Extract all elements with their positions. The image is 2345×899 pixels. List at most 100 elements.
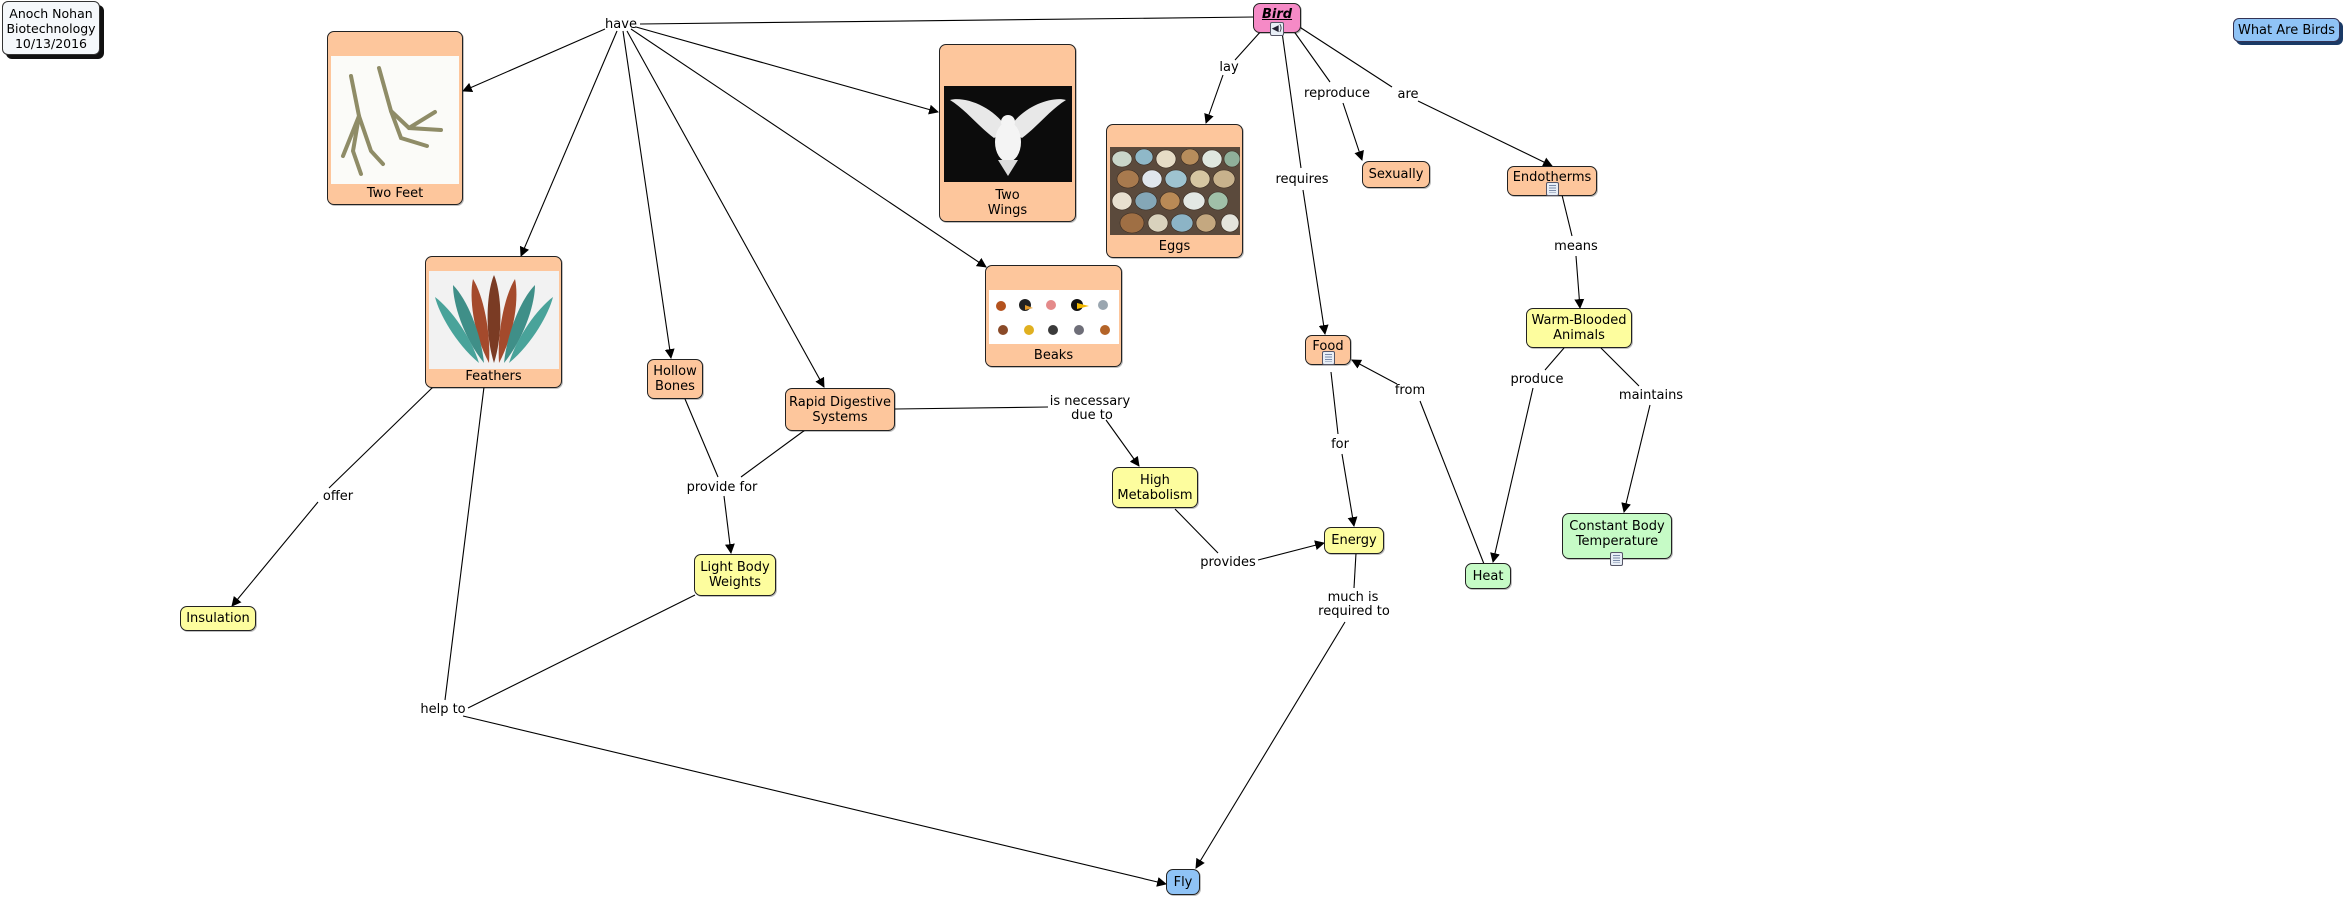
- author-course: Biotechnology: [6, 20, 96, 36]
- concept-heat[interactable]: Heat: [1465, 563, 1511, 589]
- phrase-much-is: much is: [1328, 590, 1379, 605]
- concept-feathers[interactable]: Feathers: [425, 256, 562, 388]
- link-lay-eggs: [1204, 74, 1224, 124]
- concept-warm-blooded-label: Warm-Blooded Animals: [1531, 313, 1627, 343]
- link-rapid-providefor: [740, 429, 806, 478]
- concept-constant-body-temperature[interactable]: Constant Body Temperature: [1562, 513, 1672, 566]
- phrase-provide-for: provide for: [687, 480, 758, 495]
- concept-heat-label: Heat: [1472, 568, 1504, 584]
- phrase-maintains: maintains: [1619, 388, 1683, 403]
- phrase-have: have: [605, 17, 637, 32]
- concept-energy[interactable]: Energy: [1324, 527, 1384, 554]
- link-hollow-providefor: [684, 398, 719, 478]
- beaks-image: [989, 290, 1119, 344]
- phrase-offer: offer: [323, 489, 354, 504]
- concept-feathers-label: Feathers: [465, 369, 522, 384]
- link-energy-muchis: [1353, 552, 1357, 589]
- link-warm-produce: [1544, 347, 1565, 371]
- concept-energy-label: Energy: [1331, 533, 1377, 548]
- concept-bird-label: Bird: [1261, 7, 1293, 22]
- author-info-box: Anoch Nohan Biotechnology 10/13/2016: [2, 1, 100, 55]
- concept-light-body-weights[interactable]: Light Body Weights: [694, 554, 776, 596]
- phrase-means: means: [1554, 239, 1598, 254]
- link-provides-energy: [1257, 540, 1325, 561]
- link-warm-maintains: [1600, 347, 1640, 387]
- concept-constant-body-temperature-label: Constant Body Temperature: [1569, 519, 1665, 549]
- concept-food-label: Food: [1312, 339, 1344, 354]
- bird-feet-image: [331, 56, 459, 184]
- phrase-provides: provides: [1200, 555, 1256, 570]
- concept-beaks-label: Beaks: [1033, 348, 1074, 363]
- concept-endotherms[interactable]: Endotherms: [1507, 166, 1597, 196]
- link-have-beaks: [630, 28, 987, 268]
- link-offer-insulation: [231, 501, 319, 607]
- concept-hollow-bones[interactable]: Hollow Bones: [647, 359, 703, 399]
- link-feathers-offer: [328, 386, 434, 489]
- concept-high-metabolism[interactable]: High Metabolism: [1112, 467, 1198, 508]
- concept-warm-blooded[interactable]: Warm-Blooded Animals: [1526, 308, 1632, 348]
- concept-endotherms-label: Endotherms: [1512, 170, 1592, 185]
- phrase-reproduce: reproduce: [1304, 86, 1370, 101]
- phrase-is-necessary: is necessary: [1050, 394, 1131, 409]
- author-name: Anoch Nohan: [9, 5, 93, 21]
- link-bird-have: [639, 16, 1255, 25]
- phrase-produce: produce: [1511, 372, 1564, 387]
- dove-image: [944, 86, 1072, 182]
- author-date: 10/13/2016: [14, 35, 88, 51]
- link-produce-heat: [1490, 387, 1534, 563]
- link-for-energy: [1341, 453, 1358, 527]
- link-heat-from: [1419, 400, 1485, 565]
- link-maintains-constant: [1621, 404, 1651, 513]
- concept-insulation-label: Insulation: [186, 611, 250, 626]
- concept-two-feet[interactable]: Two Feet: [327, 31, 463, 205]
- concept-high-metabolism-label: High Metabolism: [1117, 472, 1193, 503]
- document-icon[interactable]: [1610, 552, 1623, 566]
- link-endotherms-means: [1561, 194, 1573, 237]
- link-bird-lay: [1234, 29, 1263, 61]
- link-muchis-fly: [1195, 621, 1346, 869]
- concept-bird[interactable]: Bird ◀): [1253, 3, 1301, 36]
- concept-two-feet-label: Two Feet: [366, 186, 424, 201]
- concept-fly[interactable]: Fly: [1166, 869, 1200, 895]
- link-helpto-fly: [462, 715, 1167, 887]
- concept-light-body-weights-label: Light Body Weights: [700, 560, 770, 590]
- phrase-due-to: due to: [1071, 408, 1113, 423]
- link-necessary-metabolism: [1105, 419, 1140, 467]
- document-icon[interactable]: [1546, 182, 1559, 196]
- concept-sexually[interactable]: Sexually: [1362, 161, 1430, 188]
- document-icon[interactable]: [1322, 351, 1335, 365]
- phrase-are: are: [1397, 87, 1418, 102]
- link-have-hollowbones: [622, 30, 675, 359]
- link-food-for: [1330, 371, 1339, 435]
- phrase-help-to: help to: [420, 702, 465, 717]
- link-bird-are: [1297, 25, 1393, 88]
- concept-fly-label: Fly: [1173, 874, 1193, 890]
- concept-insulation[interactable]: Insulation: [180, 606, 256, 631]
- concept-hollow-bones-label: Hollow Bones: [653, 364, 697, 394]
- concept-beaks[interactable]: Beaks: [985, 265, 1122, 367]
- phrase-from: from: [1395, 383, 1425, 398]
- link-reproduce-sexually: [1342, 102, 1364, 161]
- phrase-required-to: required to: [1318, 604, 1390, 619]
- phrase-lay: lay: [1219, 60, 1239, 75]
- concept-rapid-digestive-label: Rapid Digestive Systems: [788, 394, 891, 425]
- concept-two-wings[interactable]: Two Wings: [939, 44, 1076, 222]
- link-requires-food: [1302, 189, 1329, 335]
- concept-food[interactable]: Food: [1305, 335, 1351, 365]
- link-have-wings: [635, 26, 939, 115]
- speaker-icon[interactable]: ◀): [1270, 22, 1284, 36]
- link-from-food: [1351, 359, 1398, 385]
- eggs-image: [1110, 147, 1240, 235]
- link-have-twofeet: [462, 28, 606, 92]
- link-bird-requires: [1281, 31, 1302, 169]
- concept-rapid-digestive[interactable]: Rapid Digestive Systems: [785, 388, 895, 431]
- feathers-image: [429, 271, 559, 369]
- link-feathers-helpto: [444, 386, 485, 701]
- phrase-requires: requires: [1276, 172, 1329, 187]
- concept-eggs[interactable]: Eggs: [1106, 124, 1243, 258]
- link-providefor-lightbody: [723, 495, 735, 554]
- link-are-endotherms: [1417, 100, 1553, 167]
- what-are-birds-label: What Are Birds: [2237, 22, 2336, 38]
- what-are-birds-link-button[interactable]: What Are Birds: [2233, 18, 2340, 42]
